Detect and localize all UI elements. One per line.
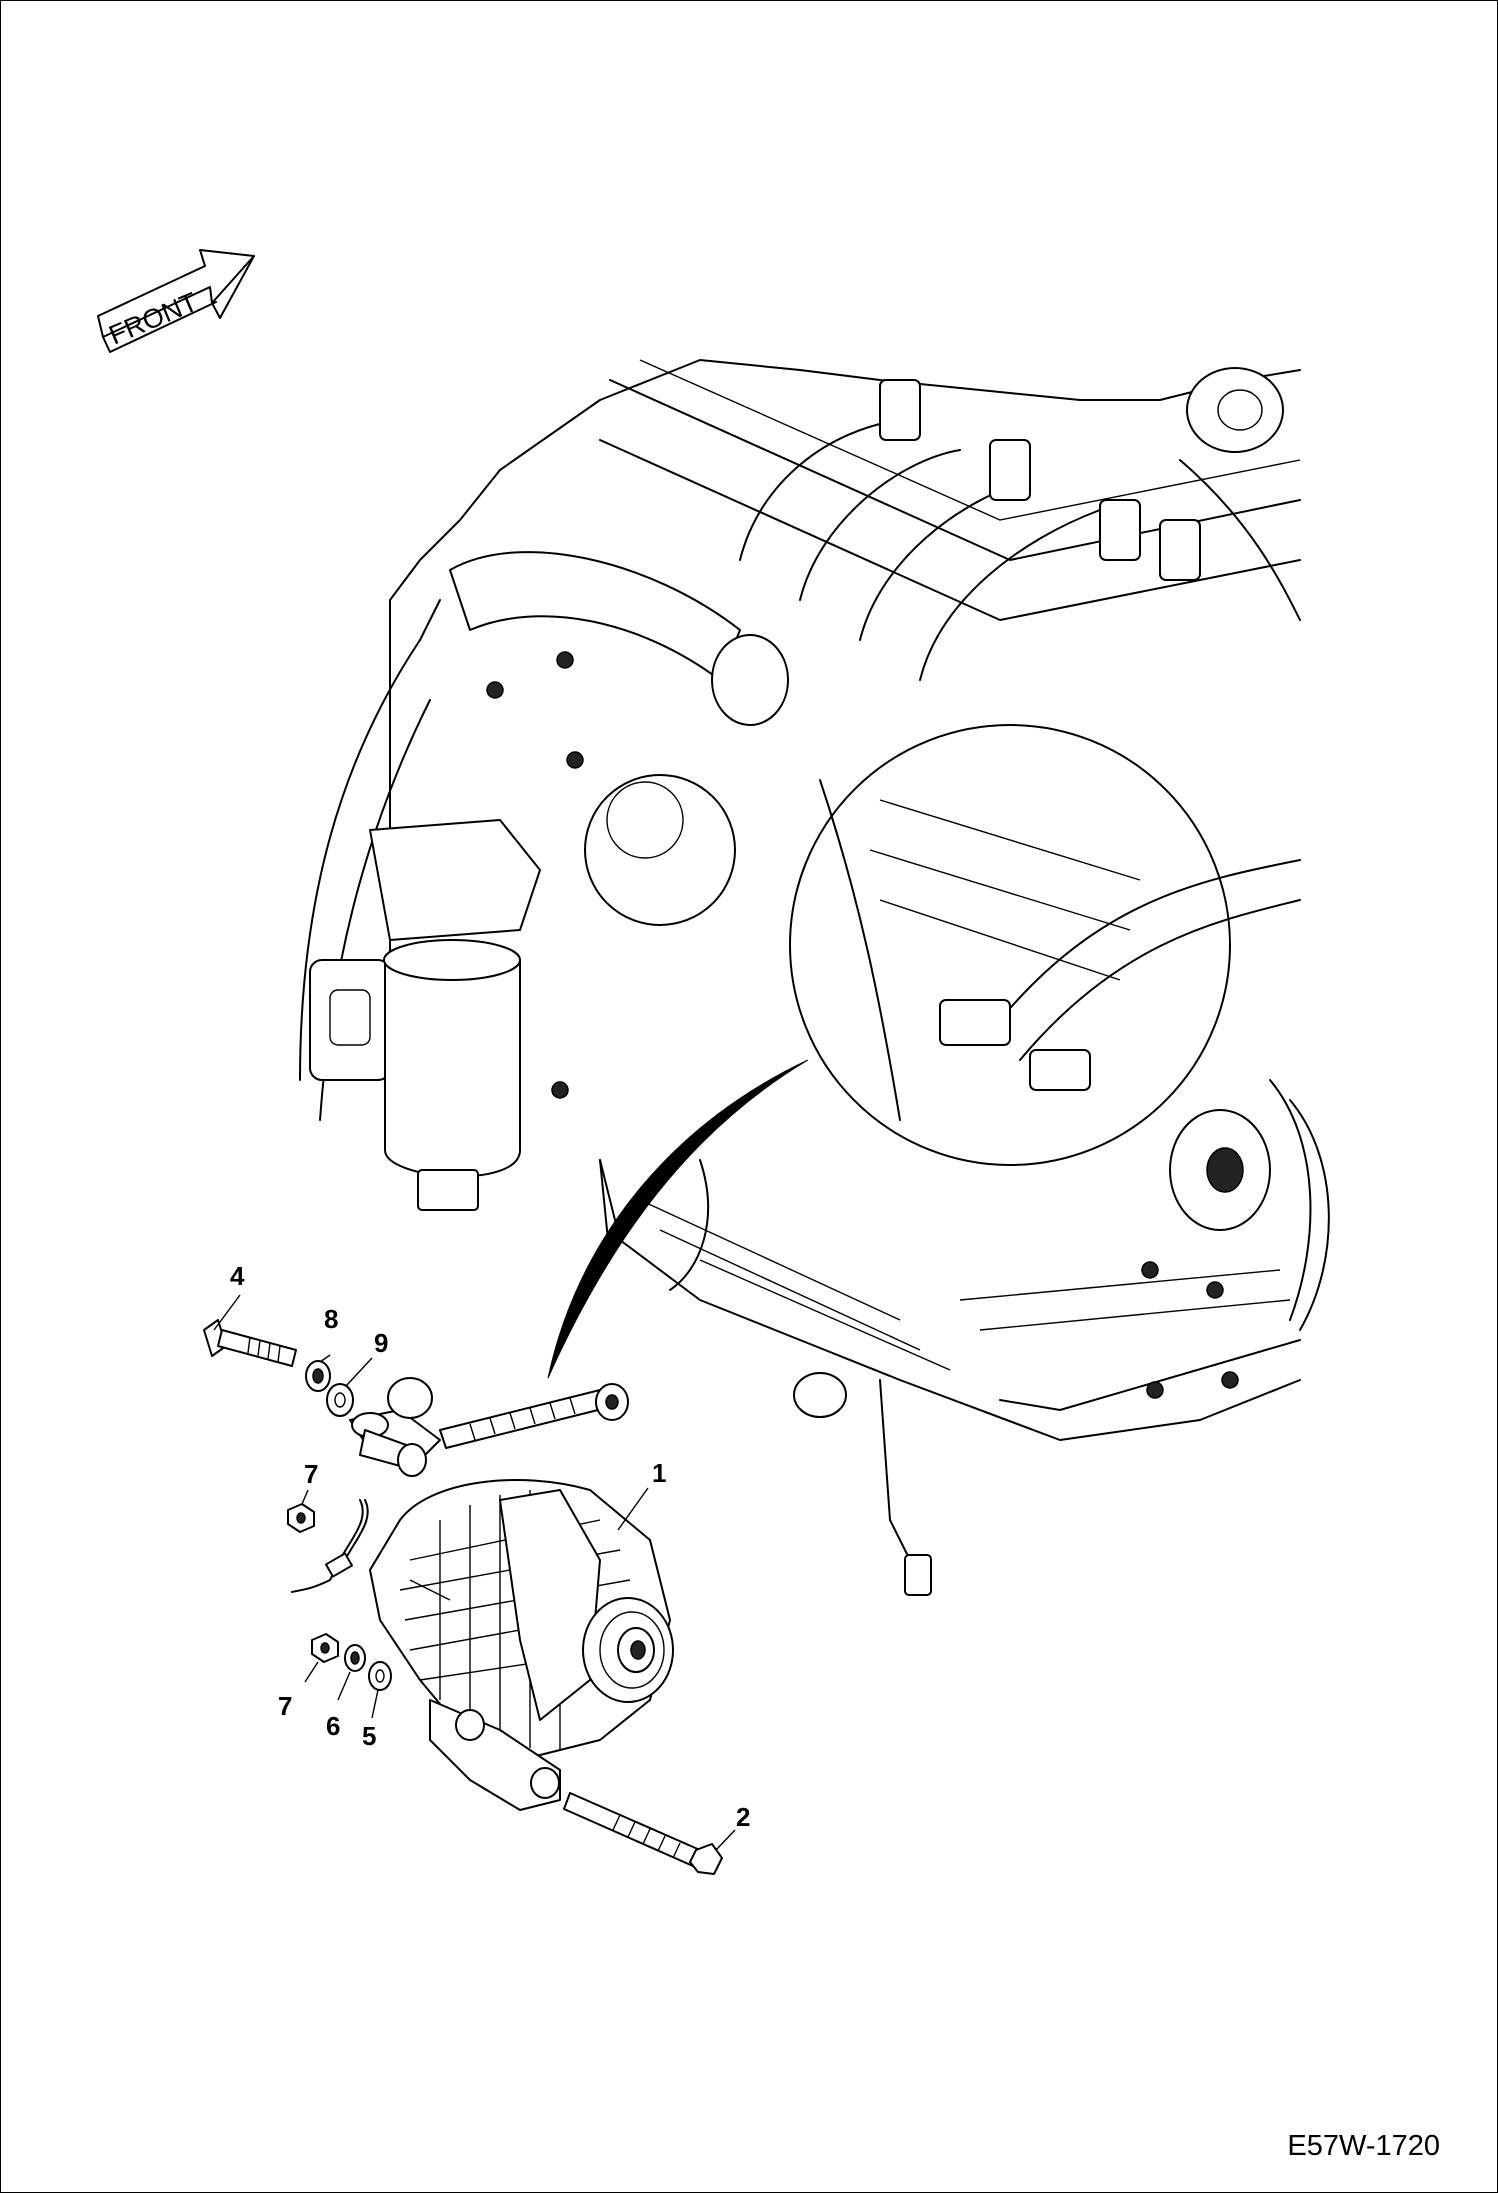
fuel-filter — [384, 959, 521, 1178]
lock-washer-6 — [344, 1644, 366, 1672]
figure-id: E57W-1720 — [1287, 2130, 1440, 2162]
callout-9: 9 — [374, 1328, 388, 1358]
callout-1: 1 — [652, 1458, 666, 1488]
callout-2: 2 — [736, 1802, 750, 1832]
washer-9 — [326, 1383, 354, 1417]
engine-block — [299, 359, 1330, 1596]
oil-filter — [584, 774, 736, 926]
intake-port — [711, 634, 789, 726]
callout-4: 4 — [230, 1261, 245, 1291]
callout-6: 6 — [326, 1711, 340, 1741]
detail-leader — [547, 1059, 809, 1379]
callout-5: 5 — [362, 1721, 376, 1751]
washer-5 — [368, 1661, 392, 1691]
bolt-2 — [563, 1792, 723, 1875]
callout-8: 8 — [324, 1304, 338, 1334]
wire-lead — [291, 1499, 369, 1593]
alternator-1 — [369, 1479, 674, 1811]
leader-lines — [213, 1294, 736, 1851]
bolt-4 — [203, 1319, 297, 1367]
mount-plate — [309, 959, 391, 1081]
callout-7-upper: 7 — [304, 1459, 318, 1489]
lock-washer-8 — [305, 1360, 331, 1392]
callout-7-lower: 7 — [278, 1691, 292, 1721]
adjuster-link — [349, 1377, 629, 1477]
front-arrow-icon: FRONT — [97, 249, 255, 353]
nut-7-lower — [311, 1633, 339, 1663]
nut-7-upper — [287, 1503, 315, 1533]
